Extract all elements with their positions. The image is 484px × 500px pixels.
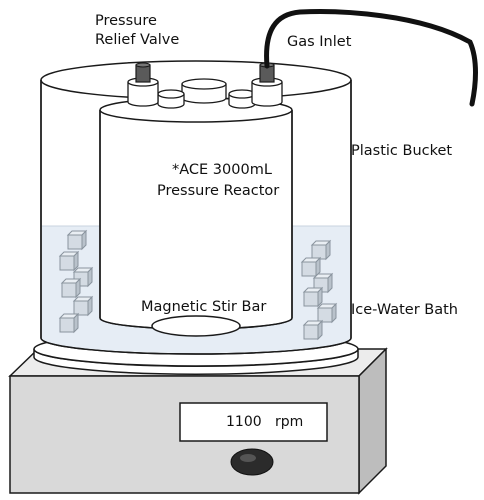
ice-water-bath-label: Ice-Water Bath bbox=[351, 302, 458, 318]
reactor-label-line1: *ACE 3000mL bbox=[172, 162, 272, 178]
ice-cube-icon bbox=[303, 287, 323, 307]
ice-cube-icon bbox=[67, 230, 87, 250]
stirrer-knob-icon[interactable] bbox=[230, 448, 274, 476]
magnetic-stir-bar-label: Magnetic Stir Bar bbox=[141, 299, 267, 315]
plastic-bucket-label: Plastic Bucket bbox=[351, 143, 453, 159]
reactor-label-line2: Pressure Reactor bbox=[157, 183, 280, 199]
ice-cube-icon bbox=[317, 303, 337, 323]
reactor-head-fittings bbox=[127, 62, 283, 109]
rpm-display bbox=[179, 402, 328, 442]
ice-cube-icon bbox=[311, 240, 331, 260]
pressure-relief-valve-label-line2: Relief Valve bbox=[95, 32, 180, 48]
ice-cube-icon bbox=[61, 278, 81, 298]
valve-fitting-icon bbox=[135, 64, 151, 83]
ice-cube-icon bbox=[301, 257, 321, 277]
gas-inlet-label: Gas Inlet bbox=[287, 34, 352, 50]
pressure-relief-valve-label-line1: Pressure bbox=[95, 13, 157, 29]
ice-cube-icon bbox=[303, 320, 323, 340]
magnetic-stir-bar bbox=[151, 315, 241, 337]
ice-cube-icon bbox=[73, 296, 93, 316]
ice-cube-icon bbox=[59, 251, 79, 271]
gas-inlet-tube bbox=[264, 9, 478, 107]
pressure-reactor bbox=[99, 97, 293, 337]
rpm-unit: rpm bbox=[275, 414, 304, 430]
ice-cube-icon bbox=[59, 313, 79, 333]
rpm-value: 1100 bbox=[226, 414, 262, 430]
